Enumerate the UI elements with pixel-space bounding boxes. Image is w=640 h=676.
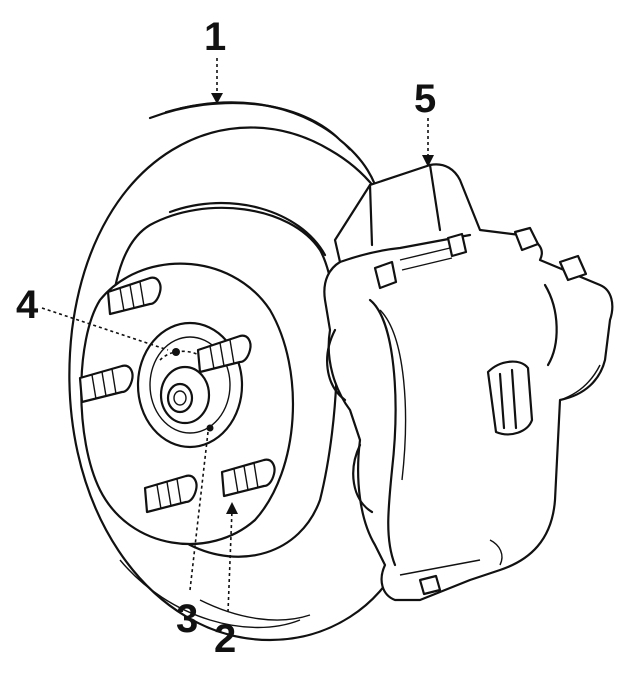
wheel-stud [143,474,198,514]
callout-2: 2 [214,617,236,661]
callout-1: 1 [204,15,226,59]
wheel-stud [78,364,134,404]
callout-4: 4 [16,283,39,327]
callout-3: 3 [176,597,198,641]
wheel-stud [196,334,252,374]
wheel-stud [220,458,276,498]
leader-lines [41,58,434,613]
brake-caliper [323,163,614,602]
callout-5: 5 [414,77,436,121]
wheel-stud [106,276,162,316]
wheel-studs [78,276,276,514]
